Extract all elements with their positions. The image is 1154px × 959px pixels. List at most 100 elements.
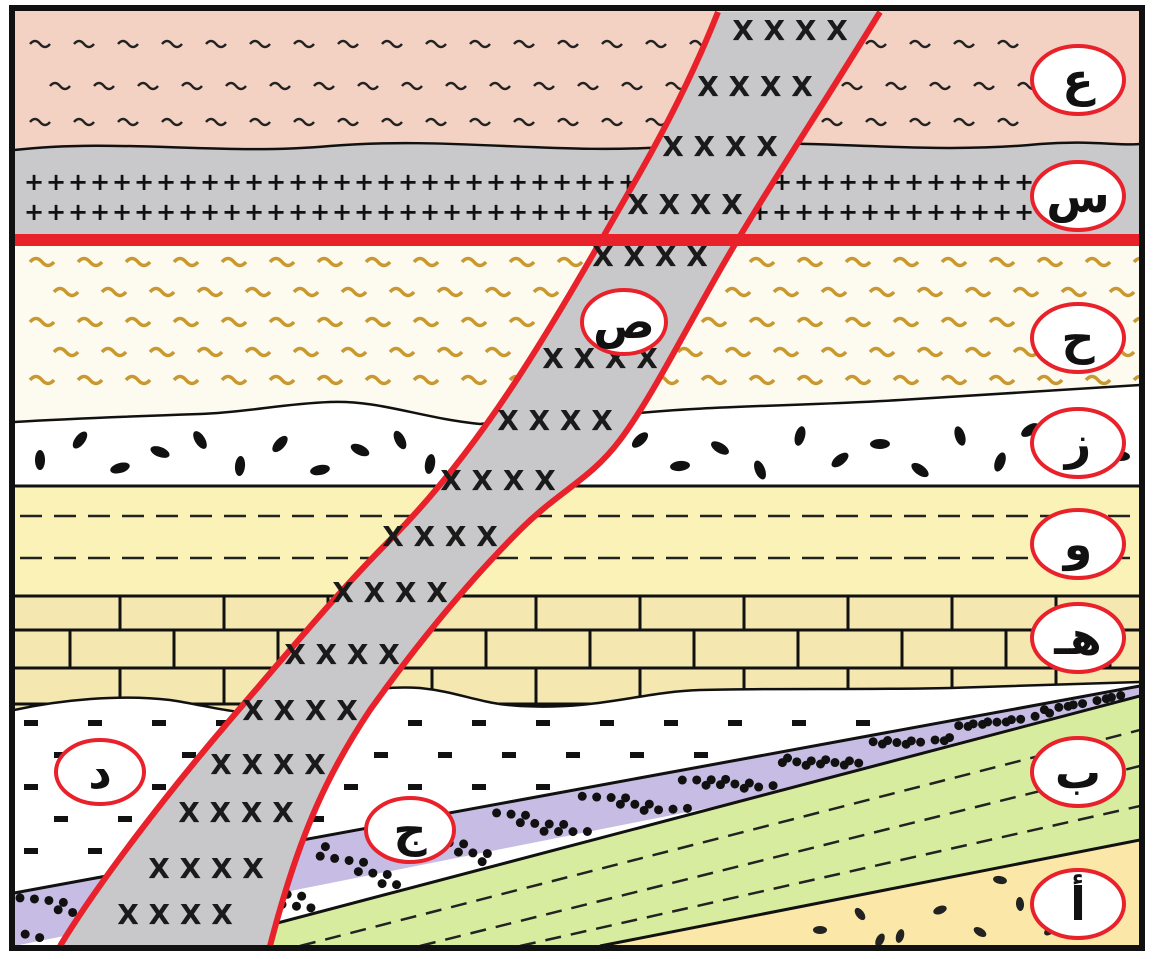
dot-mark	[730, 779, 739, 788]
plus-mark: +	[552, 168, 572, 196]
plus-mark: +	[486, 198, 506, 226]
dot-mark	[521, 811, 530, 820]
plus-mark: +	[838, 198, 858, 226]
red-unconformity-line	[14, 234, 1140, 246]
dot-mark	[540, 827, 549, 836]
dot-mark	[21, 930, 30, 939]
dot-mark	[492, 808, 501, 817]
dash-mark	[152, 784, 166, 790]
plus-mark: +	[156, 168, 176, 196]
plus-mark: +	[574, 168, 594, 196]
dot-mark	[44, 896, 53, 905]
plus-mark: +	[134, 168, 154, 196]
plus-mark: +	[68, 168, 88, 196]
dash-mark	[408, 784, 422, 790]
dash-mark	[566, 752, 580, 758]
dot-mark	[568, 827, 577, 836]
dot-mark	[359, 858, 368, 867]
plus-mark: +	[948, 198, 968, 226]
dot-mark	[830, 758, 839, 767]
plus-mark: +	[178, 198, 198, 226]
dot-mark	[545, 819, 554, 828]
plus-mark: +	[772, 198, 792, 226]
label-zay-text: ز	[1063, 416, 1091, 470]
dot-mark	[754, 783, 763, 792]
plus-mark: +	[464, 198, 484, 226]
dash-mark	[152, 720, 166, 726]
dot-mark	[783, 754, 792, 763]
dash-mark	[792, 720, 806, 726]
dot-mark	[983, 717, 992, 726]
pebble-mark	[813, 926, 827, 934]
layer-ain	[14, 10, 1140, 150]
plus-mark: +	[904, 168, 924, 196]
dash-mark	[536, 720, 550, 726]
label-dal: د	[56, 740, 144, 804]
dot-mark	[1045, 709, 1054, 718]
dot-mark	[516, 818, 525, 827]
plus-mark: +	[46, 198, 66, 226]
dash-mark	[728, 720, 742, 726]
dash-mark	[182, 752, 196, 758]
label-jim-text: ج	[393, 803, 427, 857]
plus-mark: +	[90, 168, 110, 196]
dot-mark	[845, 756, 854, 765]
plus-mark: +	[178, 168, 198, 196]
dash-mark	[24, 848, 38, 854]
plus-mark: +	[310, 168, 330, 196]
x-mark-row: X X X X	[148, 852, 264, 885]
dot-mark	[954, 721, 963, 730]
dot-mark	[478, 857, 487, 866]
plus-mark: +	[376, 168, 396, 196]
plus-mark: +	[200, 168, 220, 196]
dot-mark	[345, 856, 354, 865]
dash-mark	[438, 752, 452, 758]
label-alif: أ	[1032, 870, 1124, 938]
plus-mark: +	[992, 198, 1012, 226]
dot-mark	[931, 735, 940, 744]
dot-mark	[468, 848, 477, 857]
dash-mark	[118, 816, 132, 822]
plus-mark: +	[24, 168, 44, 196]
dot-mark	[992, 718, 1001, 727]
plus-mark: +	[794, 198, 814, 226]
x-mark-row: X X X X	[242, 694, 358, 727]
plus-mark: +	[24, 198, 44, 226]
dash-mark	[856, 720, 870, 726]
plus-mark: +	[266, 168, 286, 196]
plus-mark: +	[860, 198, 880, 226]
dot-mark	[1069, 700, 1078, 709]
dot-mark	[459, 839, 468, 848]
dot-mark	[1031, 712, 1040, 721]
dot-mark	[483, 849, 492, 858]
plus-mark: +	[530, 198, 550, 226]
dot-mark	[821, 755, 830, 764]
label-ha: ح	[1032, 304, 1124, 372]
dot-mark	[1007, 715, 1016, 724]
dash-mark	[344, 784, 358, 790]
dot-mark	[354, 867, 363, 876]
dot-mark	[292, 902, 301, 911]
dot-mark	[454, 848, 463, 857]
plus-mark: +	[244, 198, 264, 226]
plus-mark: +	[794, 168, 814, 196]
label-ain-text: ع	[1062, 53, 1096, 107]
dot-mark	[916, 738, 925, 747]
label-ha-text: ح	[1061, 311, 1095, 365]
dash-mark	[24, 784, 38, 790]
label-jim: ج	[366, 798, 454, 862]
dot-mark	[330, 854, 339, 863]
dot-mark	[306, 903, 315, 912]
label-ha-brick-text: هـ	[1053, 611, 1102, 665]
plus-mark: +	[398, 198, 418, 226]
dot-mark	[378, 879, 387, 888]
plus-mark: +	[222, 198, 242, 226]
dot-mark	[1016, 715, 1025, 724]
label-zay: ز	[1032, 409, 1124, 477]
x-mark-row: X X X X	[178, 796, 294, 829]
x-mark-row: X X X X	[732, 14, 848, 47]
dot-mark	[907, 736, 916, 745]
dot-mark	[1078, 699, 1087, 708]
plus-mark: +	[68, 198, 88, 226]
